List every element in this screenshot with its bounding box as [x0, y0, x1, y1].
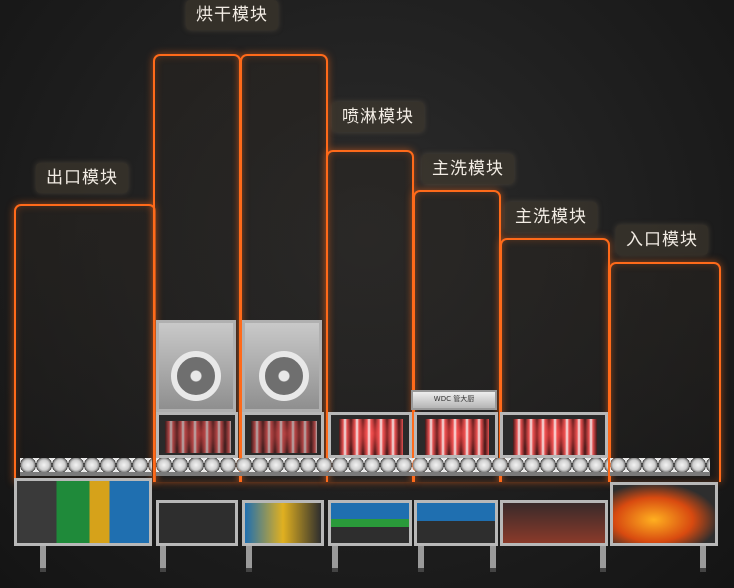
- dryer-base-left: [156, 500, 238, 546]
- heating-element: [251, 421, 317, 453]
- dryer-base-right: [242, 500, 324, 546]
- dryer-fan-icon: [171, 351, 221, 401]
- exit-module-label: 出口模块: [36, 163, 128, 193]
- entry-module-label: 入口模块: [616, 225, 708, 255]
- main-wash-1-label: 主洗模块: [422, 154, 514, 184]
- leg: [40, 546, 46, 572]
- dryer-chamber-left: [156, 412, 238, 458]
- spray-nozzles: [339, 419, 403, 455]
- spray-module-label: 喷淋模块: [332, 102, 424, 132]
- leg: [490, 546, 496, 572]
- leg: [246, 546, 252, 572]
- main-wash-1-tank: [414, 500, 498, 546]
- entry-module-outline: [609, 262, 721, 482]
- spray-nozzles: [513, 419, 597, 455]
- dryer-fan-icon: [259, 351, 309, 401]
- heating-element: [165, 421, 231, 453]
- main-wash-2-label: 主洗模块: [505, 202, 597, 232]
- spray-tank: [328, 500, 412, 546]
- entry-tank: [610, 482, 718, 546]
- control-box-brand: WDC 管大厨: [434, 395, 474, 403]
- leg: [600, 546, 606, 572]
- spray-nozzles: [425, 419, 489, 455]
- conveyor-left: [20, 458, 152, 476]
- dryer-unit-left: [156, 320, 236, 412]
- spray-chamber: [328, 412, 412, 458]
- dry-module-label: 烘干模块: [186, 0, 278, 30]
- leg: [418, 546, 424, 572]
- dryer-chamber-right: [242, 412, 324, 458]
- main-wash-2-chamber: [500, 412, 608, 458]
- main-wash-2-tank: [500, 500, 608, 546]
- leg: [160, 546, 166, 572]
- leg: [332, 546, 338, 572]
- exit-tank: [14, 478, 152, 546]
- main-wash-1-chamber: [414, 412, 498, 458]
- control-box: WDC 管大厨: [411, 390, 497, 410]
- conveyor-right: [610, 458, 710, 476]
- conveyor-main: [156, 458, 608, 476]
- leg: [700, 546, 706, 572]
- exit-module-outline: [14, 204, 156, 482]
- dryer-unit-right: [242, 320, 322, 412]
